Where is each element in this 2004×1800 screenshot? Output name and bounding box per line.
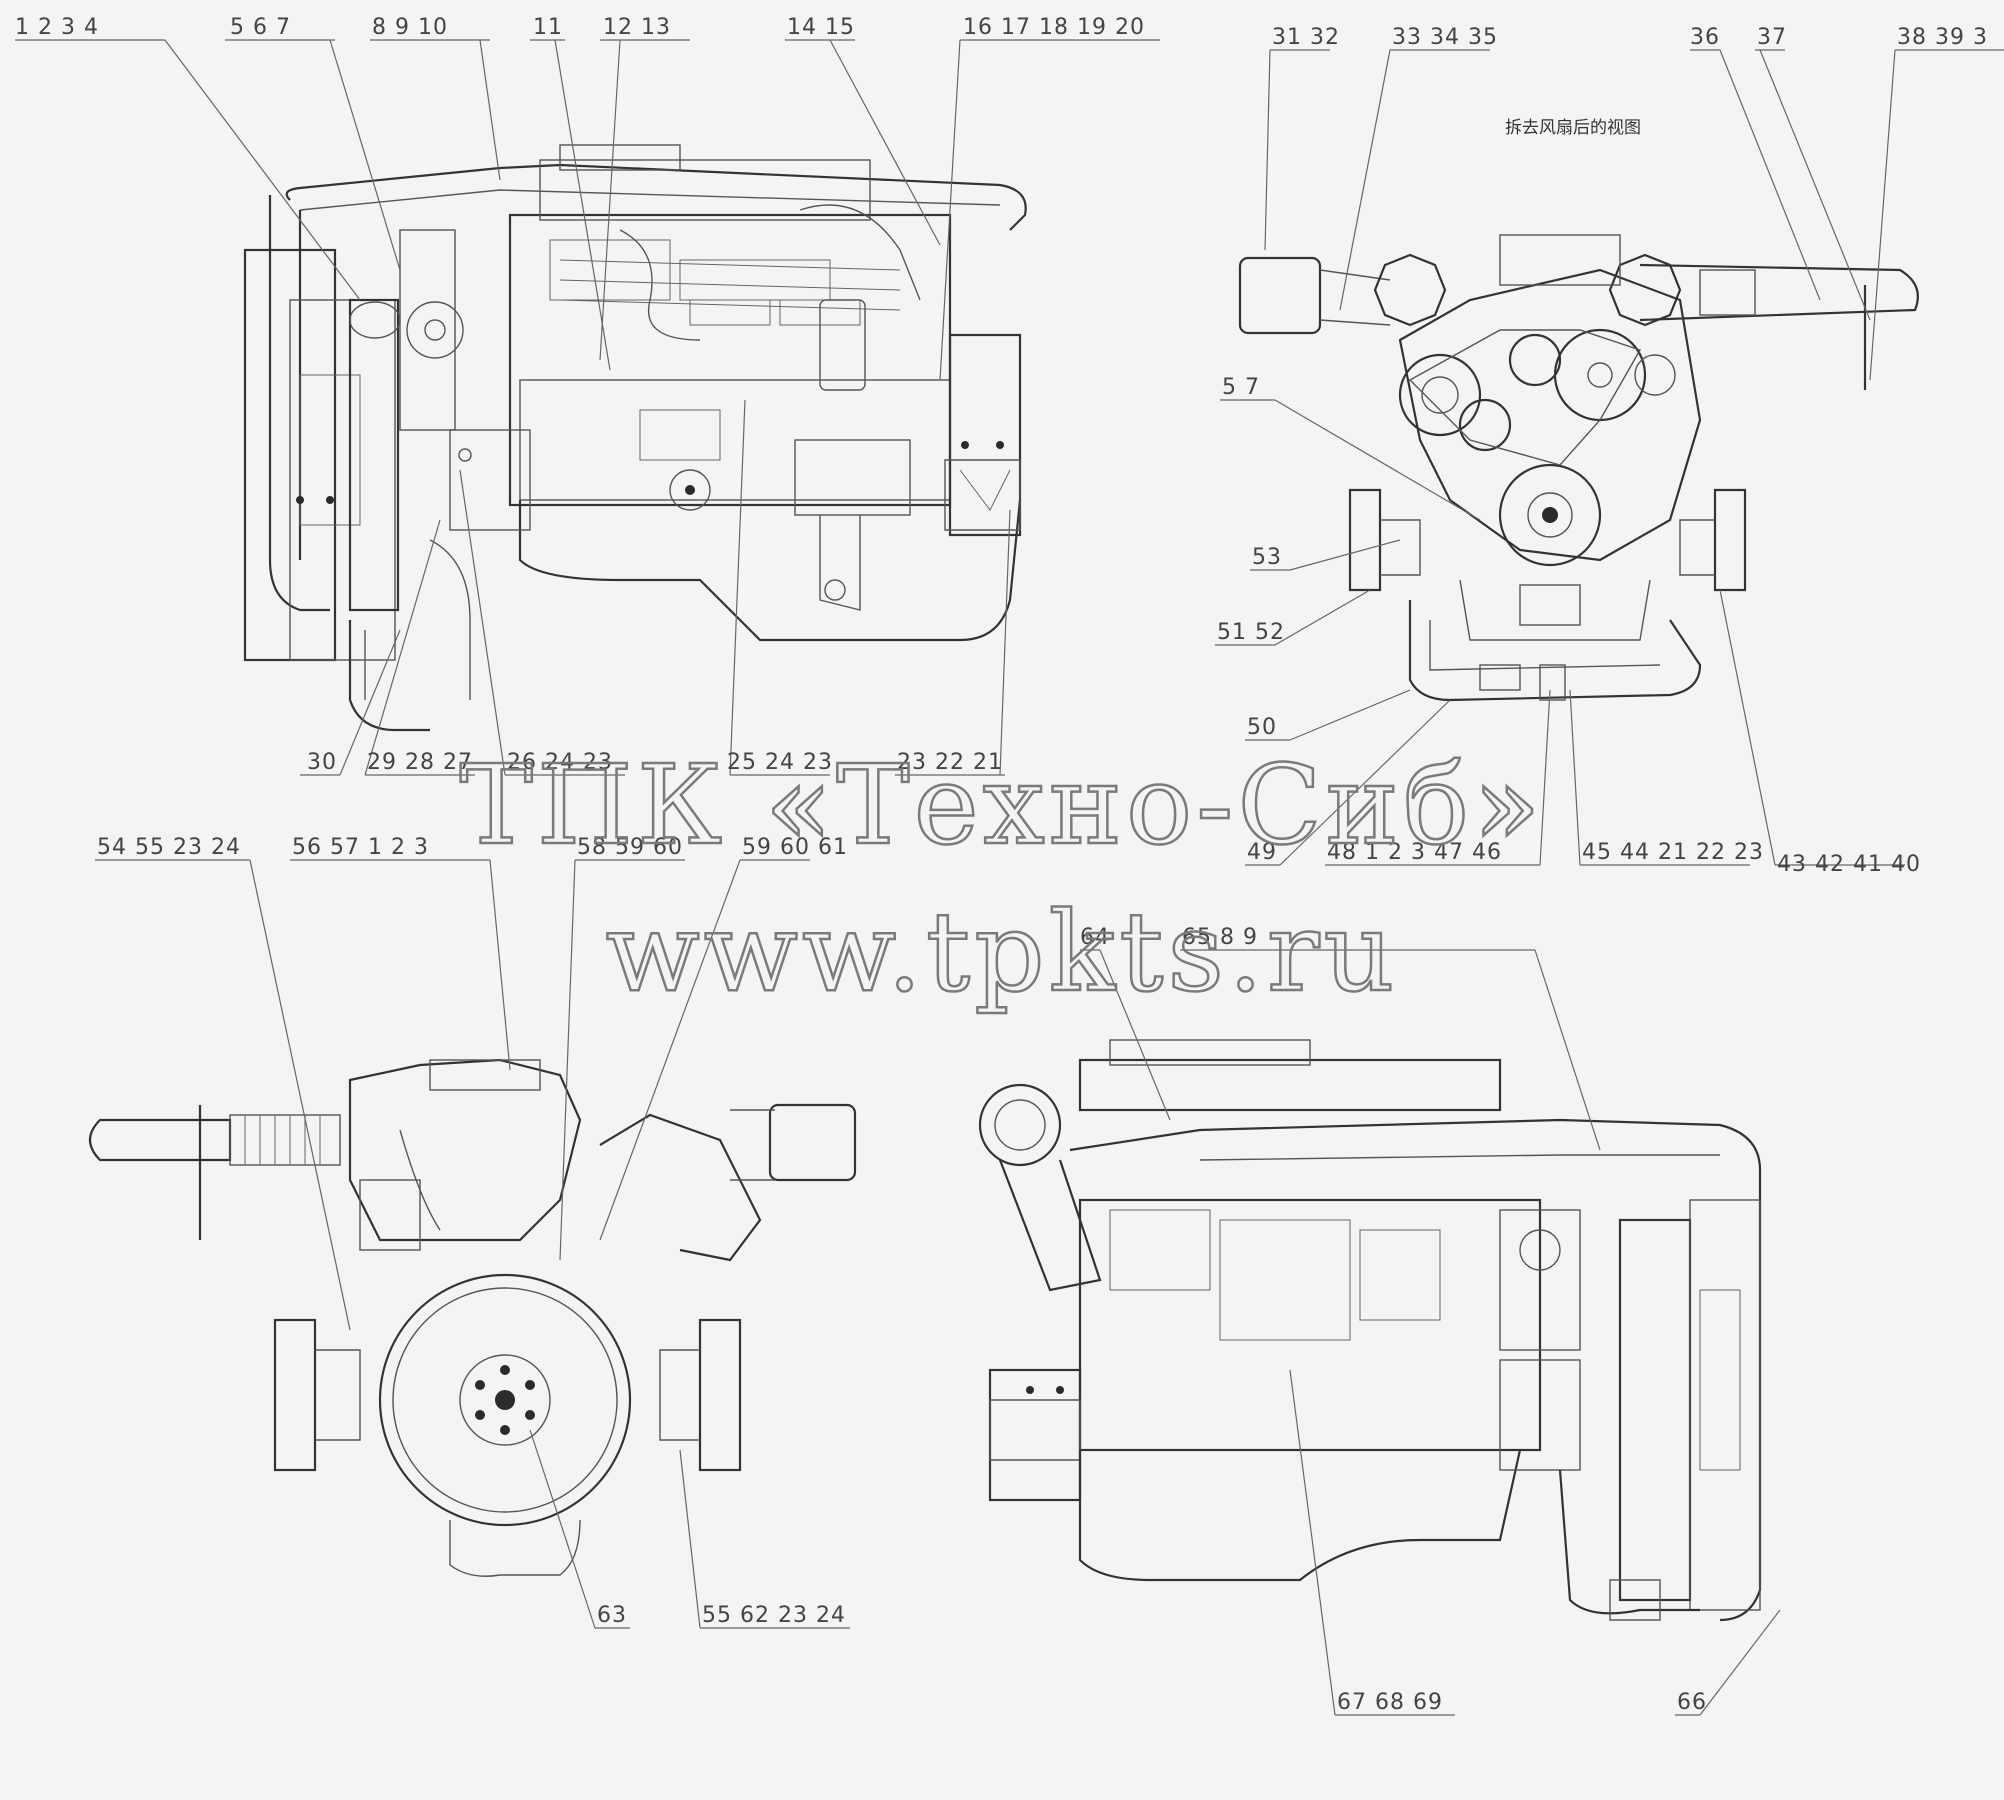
callout-label: 29 28 27 bbox=[367, 750, 473, 775]
callout-label: 14 15 bbox=[787, 15, 855, 40]
engine-front-view: 拆去风扇后的视图 bbox=[1238, 118, 1919, 702]
engine-side-view-right bbox=[978, 1039, 1762, 1622]
callout-label: 16 17 18 19 20 bbox=[963, 15, 1145, 40]
callout-label: 66 bbox=[1677, 1690, 1707, 1715]
callout-label: 26 24 23 bbox=[507, 750, 613, 775]
callout-label: 37 bbox=[1757, 25, 1787, 50]
callout-label: 36 bbox=[1690, 25, 1720, 50]
callout-labels: 1 2 3 4 5 6 7 8 9 10 11 12 13 14 15 16 1… bbox=[15, 15, 1988, 1715]
engine-rear-view bbox=[88, 1058, 857, 1577]
callout-label: 54 55 23 24 bbox=[97, 835, 241, 860]
callout-label: 64 bbox=[1080, 925, 1110, 950]
callout-label: 1 2 3 4 bbox=[15, 15, 99, 40]
callout-label: 65 8 9 bbox=[1182, 925, 1258, 950]
view-note: 拆去风扇后的视图 bbox=[1505, 118, 1641, 138]
callout-label: 50 bbox=[1247, 715, 1277, 740]
callout-label: 5 6 7 bbox=[230, 15, 291, 40]
callout-label: 55 62 23 24 bbox=[702, 1603, 846, 1628]
callout-label: 58 59 60 bbox=[577, 835, 683, 860]
callout-label: 48 1 2 3 47 46 bbox=[1327, 840, 1502, 865]
callout-label: 30 bbox=[307, 750, 337, 775]
callout-label: 11 bbox=[533, 15, 563, 40]
callout-label: 51 52 bbox=[1217, 620, 1285, 645]
callout-label: 12 13 bbox=[603, 15, 671, 40]
engine-side-view-left bbox=[243, 144, 1027, 732]
watermark: ТПК «Техно-Сиб» www.tpkts.ru bbox=[458, 740, 1545, 1018]
callout-label: 49 bbox=[1247, 840, 1277, 865]
callout-label: 67 68 69 bbox=[1337, 1690, 1443, 1715]
callout-label: 45 44 21 22 23 bbox=[1582, 840, 1764, 865]
callout-label: 56 57 1 2 3 bbox=[292, 835, 429, 860]
callout-label: 59 60 61 bbox=[742, 835, 848, 860]
callout-label: 38 39 3 bbox=[1897, 25, 1988, 50]
callout-label: 5 7 bbox=[1222, 375, 1260, 400]
callout-label: 8 9 10 bbox=[372, 15, 448, 40]
callout-label: 31 32 bbox=[1272, 25, 1340, 50]
callout-label: 23 22 21 bbox=[897, 750, 1003, 775]
callout-label: 25 24 23 bbox=[727, 750, 833, 775]
callout-label: 63 bbox=[597, 1603, 627, 1628]
callout-label: 33 34 35 bbox=[1392, 25, 1498, 50]
callout-label: 53 bbox=[1252, 545, 1282, 570]
watermark-company: ТПК «Техно-Сиб» bbox=[460, 741, 1545, 869]
watermark-url: www.tpkts.ru bbox=[606, 888, 1399, 1016]
leader-lines bbox=[15, 39, 2004, 1716]
callout-label: 43 42 41 40 bbox=[1777, 852, 1921, 877]
